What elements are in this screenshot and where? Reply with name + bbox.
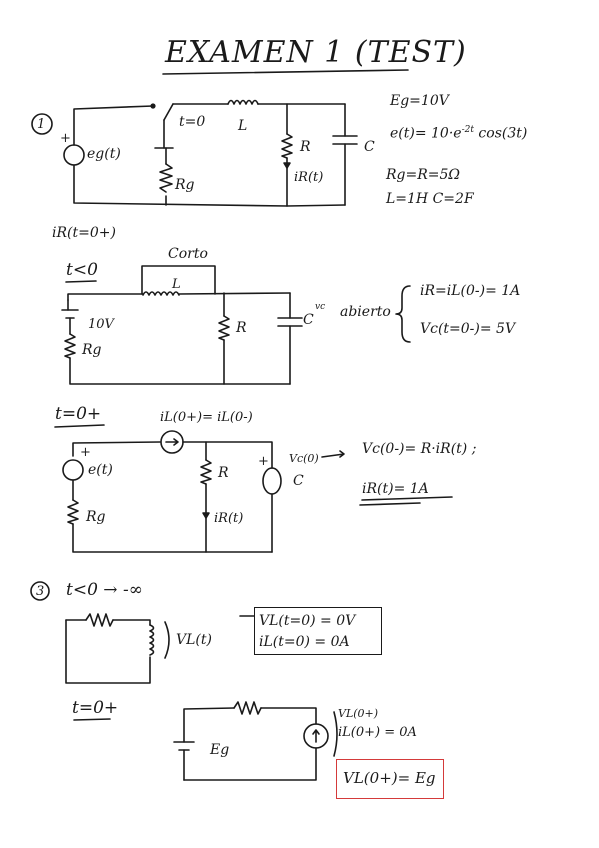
inductor-icon <box>227 99 259 105</box>
arrow-right-icon <box>321 450 345 458</box>
s3-vl-brace-icon <box>333 711 338 757</box>
brace-icon <box>395 285 411 343</box>
s3-current-arrow-icon <box>312 729 320 743</box>
tpos-il-label: iL(0+)= iL(0-) <box>160 410 253 425</box>
s3-vl0-label: VL(0+) <box>338 707 379 720</box>
tneg-r-resistor-icon <box>218 315 230 341</box>
tpos-source-label: e(t) <box>88 462 113 478</box>
ir-arrow-icon <box>283 162 291 169</box>
given-et: e(t)= 10·e-2t cos(3t) <box>390 126 527 141</box>
s3-tpos-resistor-icon <box>233 701 262 715</box>
section-3-number: 3 <box>36 584 45 599</box>
tneg-capacitor-label: C <box>303 312 314 328</box>
capacitor-icon <box>332 135 358 145</box>
tneg-resistor-label: R <box>236 320 247 336</box>
r-resistor-icon <box>281 133 293 159</box>
tneg-inductor-icon <box>142 291 180 296</box>
s3-il0-label: iL(0+) = 0A <box>338 725 417 740</box>
tpos-current-label: iR(t) <box>214 511 244 526</box>
battery-icon <box>61 309 79 319</box>
given-lc: L=1H C=2F <box>386 191 474 207</box>
rg-resistor-icon <box>159 163 173 193</box>
s3-tpos-header: t=0+ <box>72 698 119 718</box>
tpos-header: t=0+ <box>55 404 102 424</box>
s3-box-line-1: VL(t=0) = 0V <box>259 613 356 629</box>
source-plus-sign: + <box>60 131 71 146</box>
inductor-label: L <box>238 118 248 134</box>
section-3-header: t<0 → -∞ <box>66 580 143 600</box>
tpos-rg-label: Rg <box>86 509 106 525</box>
tpos-rg-resistor-icon <box>67 499 79 525</box>
given-et-tail: cos(3t) <box>478 125 528 142</box>
tneg-rg-resistor-icon <box>64 333 76 359</box>
title-underline <box>162 69 409 75</box>
tpos-underline <box>54 424 105 428</box>
current-label: iR(t) <box>294 170 324 185</box>
abierto-label: abierto <box>340 304 391 320</box>
s3-box-line-2: iL(t=0) = 0A <box>259 634 350 650</box>
tpos-r-resistor-icon <box>200 459 212 485</box>
section-1-number-circle <box>31 113 53 135</box>
s3-inductor-icon <box>149 624 155 656</box>
circuit-3-tpos <box>73 701 338 781</box>
circuit-tpos <box>54 424 453 553</box>
battery-value-label: 10V <box>88 317 114 332</box>
rg-label: Rg <box>175 177 195 193</box>
s3-result: VL(0+)= Eg <box>343 769 436 787</box>
tneg-header: t<0 <box>66 260 98 280</box>
tpos-equation-1: Vc(0-)= R·iR(t) ; <box>362 441 477 457</box>
corto-label: Corto <box>168 246 208 262</box>
tpos-c-label: C <box>293 473 304 489</box>
given-et-exponent: -2t <box>461 125 474 135</box>
section-3-number-circle <box>30 581 50 601</box>
tneg-vc-label: vc <box>315 302 326 312</box>
given-eg: Eg=10V <box>390 93 449 109</box>
source-label: eg(t) <box>87 146 121 162</box>
s3-eg-source-icon <box>173 741 195 751</box>
step-ir-label: iR(t=0+) <box>52 225 116 241</box>
circuit-1 <box>31 99 358 207</box>
s3-resistor-icon <box>85 613 114 627</box>
s3-vl-label: VL(t) <box>176 632 212 648</box>
tpos-vc-source-label: Vc(0) <box>289 452 319 465</box>
corto-bracket <box>141 265 216 295</box>
circuit-tneg <box>61 265 411 385</box>
page-title: EXAMEN 1 (TEST) <box>165 35 467 70</box>
tpos-resistor-label: R <box>218 465 229 481</box>
circuit-3-tneg <box>30 581 255 684</box>
tpos-ir-arrow-icon <box>202 512 210 519</box>
vc-source-icon <box>262 467 282 495</box>
tneg-result-1: iR=iL(0-)= 1A <box>420 283 521 299</box>
given-et-base: e(t)= 10·e <box>390 125 462 142</box>
s3-initial-conditions-box: VL(t=0) = 0V iL(t=0) = 0A <box>254 607 382 655</box>
resistor-label: R <box>300 139 311 155</box>
tneg-rg-label: Rg <box>82 342 102 358</box>
vl-brace-icon <box>164 621 170 659</box>
switch-icon <box>163 103 174 121</box>
tneg-result-2: Vc(t=0-)= 5V <box>420 321 516 337</box>
s3-result-box: VL(0+)= Eg <box>336 759 444 799</box>
given-rg: Rg=R=5Ω <box>386 167 461 183</box>
switch-label: t=0 <box>179 114 206 130</box>
eg-source-icon <box>63 144 85 166</box>
tpos-vc-plus: + <box>258 454 269 469</box>
tneg-inductor-label: L <box>172 277 181 292</box>
s3-eg-label: Eg <box>210 742 230 758</box>
capacitor-label: C <box>364 139 375 155</box>
et-source-icon <box>62 459 84 481</box>
section-1-number: 1 <box>37 117 46 132</box>
s3-tpos-underline <box>73 718 111 721</box>
tpos-source-plus: + <box>80 445 91 460</box>
tneg-underline <box>65 280 97 283</box>
tneg-capacitor-icon <box>277 317 303 327</box>
il-arrow-icon <box>165 438 179 446</box>
tpos-equation-2: iR(t)= 1A <box>362 481 429 497</box>
